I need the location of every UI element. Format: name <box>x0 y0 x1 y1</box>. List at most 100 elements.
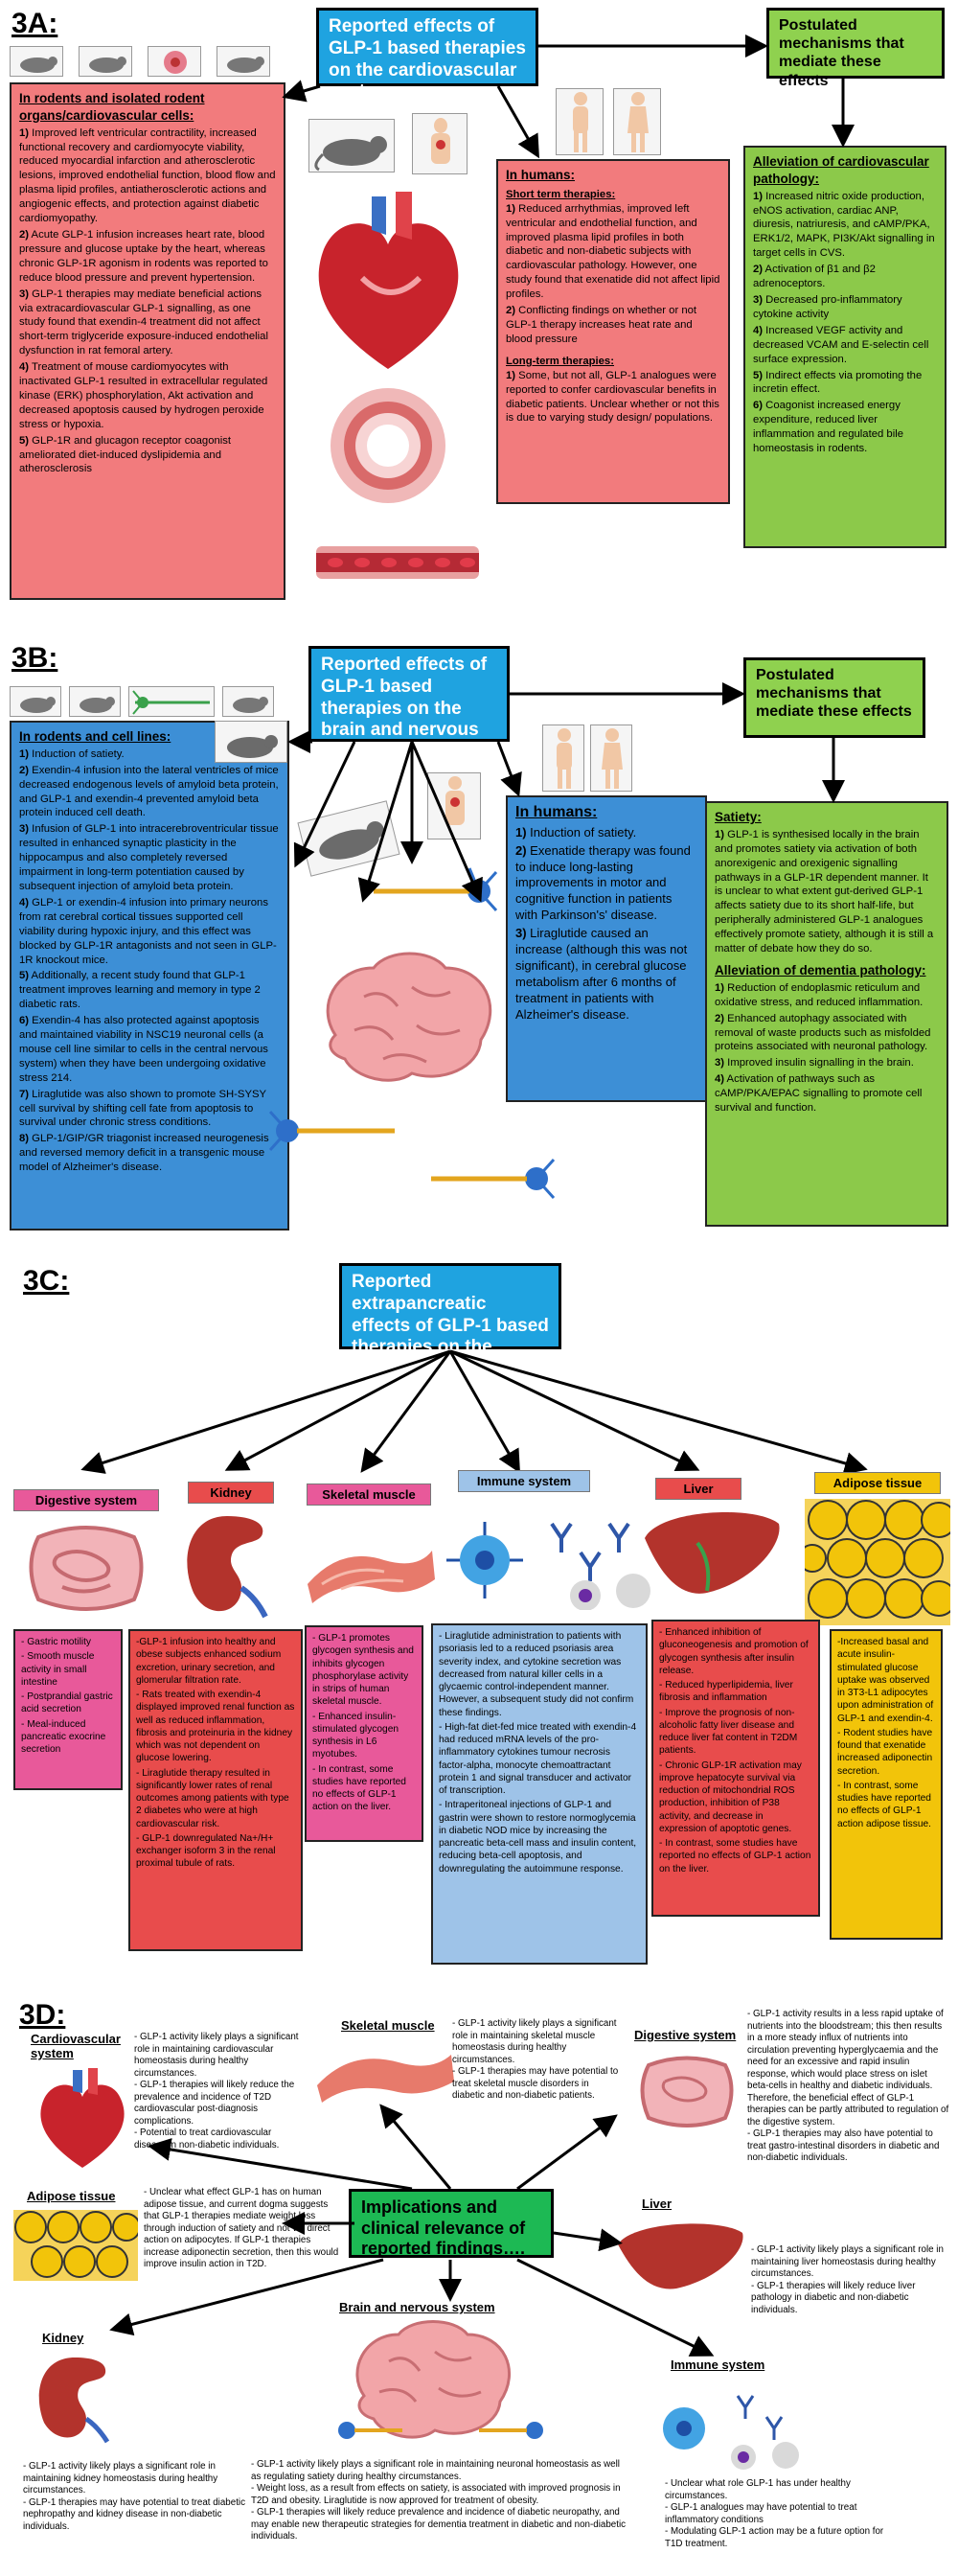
list-item: 3) Decreased pro-inflammatory cytokine a… <box>753 293 902 320</box>
list-item: - Rodent studies have found that exenati… <box>837 1727 933 1777</box>
list-item: 6) Coagonist increased energy expenditur… <box>753 400 903 455</box>
cell-icon <box>148 46 201 77</box>
list-item: - GLP-1 activity likely plays a signific… <box>452 2018 617 2065</box>
list-item: 2) Acute GLP-1 infusion increases heart … <box>19 228 268 284</box>
list-item: 1) Some, but not all, GLP-1 analogues we… <box>506 369 719 425</box>
list-item: 4) GLP-1 or exendin-4 infusion into prim… <box>19 896 277 966</box>
adipose-heading-3d: Adipose tissue <box>27 2189 116 2203</box>
list-item: 1) Improved left ventricular contractili… <box>19 126 276 225</box>
list-item: - Liraglutide therapy resulted in signif… <box>136 1767 289 1829</box>
human-figure-icon <box>613 88 661 155</box>
human-long-list-3a: 1) Some, but not all, GLP-1 analogues we… <box>506 369 720 426</box>
rodent-list-3a: 1) Improved left ventricular contractili… <box>19 126 276 477</box>
organ-panel-liver: - Enhanced inhibition of gluconeogenesis… <box>651 1620 820 1917</box>
list-item: - GLP-1 therapies may have potential to … <box>23 2496 245 2532</box>
title-3d: Implications and clinical relevance of r… <box>349 2189 554 2258</box>
title-3b: Reported effects of GLP-1 based therapie… <box>308 646 510 762</box>
immune-cell-icon <box>446 1522 650 1610</box>
satiety-heading: Satiety: <box>715 810 762 824</box>
arrows-3d <box>109 2104 715 2357</box>
list-item: 1) GLP-1 is synthesised locally in the b… <box>715 828 934 955</box>
mouse-icon <box>10 686 61 717</box>
title-3a: Reported effects of GLP-1 based therapie… <box>316 8 538 102</box>
mechanisms-title-3b: Postulated mechanisms that mediate these… <box>743 657 925 738</box>
muscle-icon <box>317 2055 454 2103</box>
fat-cells-icon <box>805 1499 950 1625</box>
mechanism-panel-3b: Satiety: 1) GLP-1 is synthesised locally… <box>705 801 948 1227</box>
list-item: - In contrast, some studies have reporte… <box>312 1763 406 1813</box>
kidney-text-3d: - GLP-1 activity likely plays a signific… <box>23 2461 249 2547</box>
organ-label-adipose: Adipose tissue <box>814 1472 941 1494</box>
digest-text-3d: - GLP-1 activity results in a less rapid… <box>747 2009 950 2220</box>
fan-arrows-3c <box>80 1349 868 1474</box>
muscle-text-3d: - GLP-1 activity likely plays a signific… <box>452 2018 623 2126</box>
human-figure-icon <box>556 88 604 155</box>
organ-panel-adipose: -Increased basal and acute insulin-stimu… <box>830 1629 943 1940</box>
title-3c: Reported extrapancreatic effects of GLP-… <box>339 1263 561 1357</box>
list-item: 2) Exenatide therapy was found to induce… <box>515 842 691 923</box>
list-item: 3) Improved insulin signalling in the br… <box>715 1057 914 1070</box>
artery-icon <box>331 388 445 503</box>
satiety-list: 1) GLP-1 is synthesised locally in the b… <box>715 828 939 956</box>
mouse-thumbnails-3a <box>10 46 278 79</box>
rodent-heading-3a: In rodents and isolated rodent organs/ca… <box>19 91 205 123</box>
mechanism-list-3a: 1) Increased nitric oxide production, eN… <box>753 190 937 456</box>
mouse-icon <box>222 686 274 717</box>
human-panel-3a: In humans: Short term therapies: 1) Redu… <box>496 159 730 504</box>
list-item: 2) Enhanced autophagy associated with re… <box>715 1012 931 1053</box>
list-item: 3) Infusion of GLP-1 into intracerebrove… <box>19 823 279 892</box>
list-item: - Improve the prognosis of non-alcoholic… <box>659 1707 798 1757</box>
list-item: - GLP-1 therapies may have potential to … <box>452 2066 619 2102</box>
organ-panel-skeletal-muscle: - GLP-1 promotes glycogen synthesis and … <box>305 1625 423 1842</box>
list-item: - High-fat diet-fed mice treated with ex… <box>439 1721 637 1796</box>
section-3a-label: 3A: <box>11 8 58 39</box>
kidney-icon <box>187 1516 268 1619</box>
muscle-heading-3d: Skeletal muscle <box>341 2018 435 2033</box>
list-item: - GLP-1 activity likely plays a signific… <box>134 2032 299 2079</box>
muscle-icon <box>308 1551 435 1603</box>
anatomy-icon <box>427 772 481 840</box>
organ-panel-immune: - Liraglutide administration to patients… <box>431 1623 648 1965</box>
list-item: - Enhanced inhibition of gluconeogenesis… <box>659 1627 809 1676</box>
organ-label-kidney: Kidney <box>188 1482 274 1504</box>
brain-icon <box>326 952 492 1082</box>
list-item: - GLP-1 therapies will likely reduce liv… <box>751 2280 916 2315</box>
short-term-heading: Short term therapies: <box>506 188 616 200</box>
list-item: - GLP-1 activity likely plays a signific… <box>751 2244 944 2280</box>
list-item: 1) Reduced arrhythmias, improved left ve… <box>506 202 720 301</box>
human-figure-icon <box>542 724 584 792</box>
neuron-icon <box>128 686 215 717</box>
organ-panel-digestive: - Gastric motility- Smooth muscle activi… <box>13 1629 123 1790</box>
mechanism-panel-3a: Alleviation of cardiovascular pathology:… <box>743 146 947 548</box>
mechanism-heading-3a: Alleviation of cardiovascular pathology: <box>753 154 929 186</box>
neuron-icon <box>268 1110 395 1152</box>
section-3b-label: 3B: <box>11 642 58 674</box>
dementia-heading: Alleviation of dementia pathology: <box>715 962 926 978</box>
mouse-icon <box>308 119 395 172</box>
list-item: - Chronic GLP-1R activation may improve … <box>659 1760 802 1834</box>
list-item: - GLP-1 activity likely plays a signific… <box>251 2459 620 2482</box>
liver-text-3d: - GLP-1 activity likely plays a signific… <box>751 2244 948 2344</box>
immune-text-3d: - Unclear what role GLP-1 has under heal… <box>665 2478 895 2555</box>
list-item: - Modulating GLP-1 action may be a futur… <box>665 2526 884 2549</box>
liver-icon <box>618 2223 743 2289</box>
kidney-heading-3d: Kidney <box>42 2331 84 2345</box>
heart-icon <box>318 192 459 369</box>
list-item: 3) GLP-1 therapies may mediate beneficia… <box>19 288 268 357</box>
organ-label-liver: Liver <box>655 1478 741 1500</box>
list-item: 8) GLP-1/GIP/GR triagonist increased neu… <box>19 1133 269 1174</box>
list-item: - GLP-1 activity likely plays a signific… <box>23 2461 218 2496</box>
list-item: 1) Induction of satiety. <box>515 824 637 840</box>
cardio-text-3d: - GLP-1 activity likely plays a signific… <box>134 2032 302 2177</box>
list-item: 1) Reduction of endoplasmic reticulum an… <box>715 981 924 1008</box>
rodent-panel-3a: In rodents and isolated rodent organs/ca… <box>10 82 285 600</box>
list-item: - Unclear what role GLP-1 has under heal… <box>665 2478 851 2501</box>
liver-icon <box>645 1512 780 1594</box>
intestine-icon <box>29 1526 144 1611</box>
mouse-icon <box>297 800 400 877</box>
list-item: - In contrast, some studies have reporte… <box>659 1838 811 1874</box>
liver-heading-3d: Liver <box>642 2196 673 2211</box>
adipose-text-3d: - Unclear what effect GLP-1 has on human… <box>144 2187 345 2292</box>
human-heading-3b: In humans: <box>515 804 598 820</box>
arrows-3b <box>287 682 845 903</box>
